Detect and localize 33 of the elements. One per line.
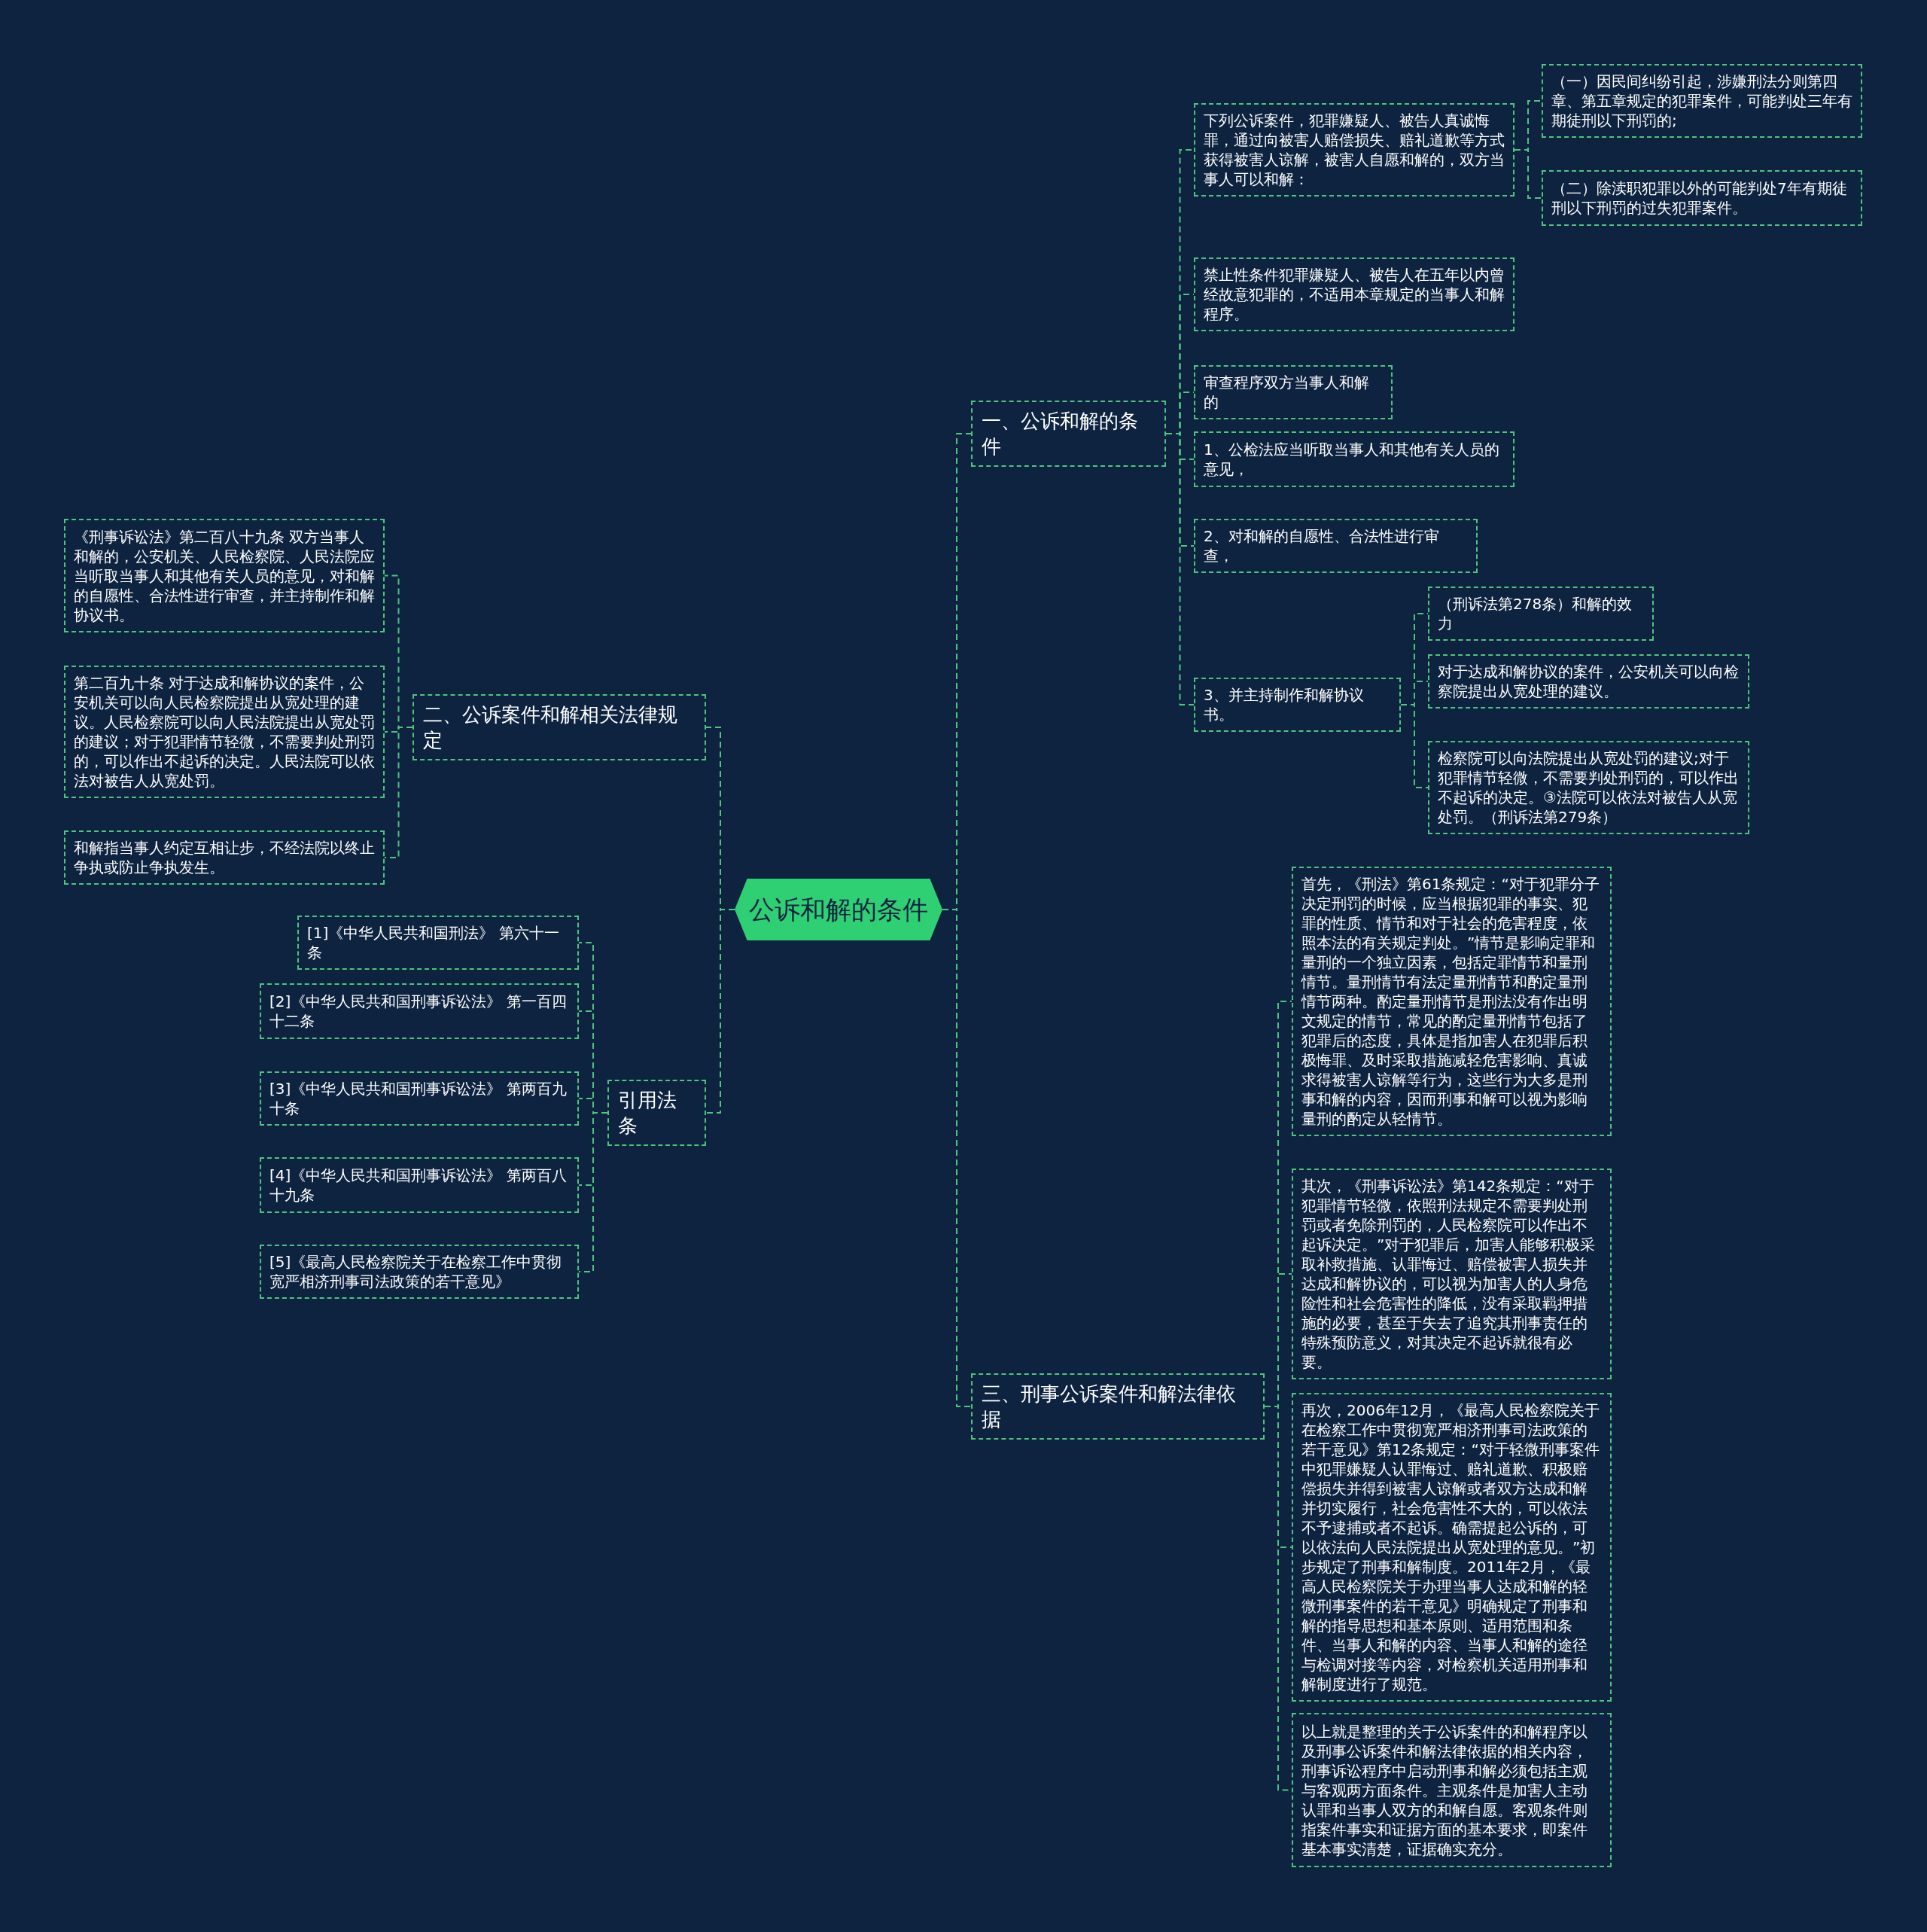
- text-box: [2]《中华人民共和国刑事诉讼法》 第一百四十二条: [260, 983, 579, 1039]
- text-box: 和解指当事人约定互相让步，不经法院以终止争执或防止争执发生。: [64, 830, 385, 885]
- connector-line: [1400, 704, 1429, 788]
- connector-line: [1514, 149, 1542, 199]
- text-box: [4]《中华人民共和国刑事诉讼法》 第两百八十九条: [260, 1157, 579, 1213]
- text-box: [3]《中华人民共和国刑事诉讼法》 第两百九十条: [260, 1071, 579, 1126]
- topic-box: 三、刑事公诉案件和解法律依据: [971, 1373, 1265, 1440]
- text-box: 对于达成和解协议的案件，公安机关可以向检察院提出从宽处理的建议。: [1428, 654, 1749, 709]
- text-box: 审查程序双方当事人和解的: [1194, 365, 1393, 419]
- topic-box: 引用法条: [607, 1080, 706, 1146]
- text-box: 下列公诉案件，犯罪嫌疑人、被告人真诚悔罪，通过向被害人赔偿损失、赔礼道歉等方式获得被害人谅解，被害人自愿和解的，双方当事人可以和解：: [1194, 103, 1515, 197]
- text-box: 第二百九十条 对于达成和解协议的案件，公安机关可以向人民检察院提出从宽处理的建议。人民检察院可以向人民法院提出从宽处罚的建议；对于犯罪情节轻微，不需要判处刑罚的，可以作出不起诉的决定。人民法院可以依法对被告人从宽处罚。: [64, 666, 385, 798]
- text-box: 禁止性条件犯罪嫌疑人、被告人在五年以内曾经故意犯罪的，不适用本章规定的当事人和解程序。: [1194, 257, 1515, 331]
- text-box: [1]《中华人民共和国刑法》 第六十一条: [297, 916, 579, 970]
- text-box: （一）因民间纠纷引起，涉嫌刑法分则第四章、第五章规定的犯罪案件，可能判处三年有期徒刑以下刑罚的;: [1542, 64, 1862, 138]
- topic-box: 二、公诉案件和解相关法律规定: [412, 694, 706, 760]
- text-box: 《刑事诉讼法》第二百八十九条 双方当事人和解的，公安机关、人民检察院、人民法院应当听取当事人和其他有关人员的意见，对和解的自愿性、合法性进行审查，并主持制作和解协议书。: [64, 519, 385, 632]
- text-box: [5]《最高人民检察院关于在检察工作中贯彻宽严相济刑事司法政策的若干意见》: [260, 1245, 579, 1299]
- text-box: （二）除渎职犯罪以外的可能判处7年有期徒刑以下刑罚的过失犯罪案件。: [1542, 170, 1862, 226]
- text-box: 再次，2006年12月，《最高人民检察院关于在检察工作中贯彻宽严相济刑事司法政策的若干意见》第12条规定：“对于轻微刑事案件中犯罪嫌疑人认罪悔过、赔礼道歉、积极赔偿损失并得到被害人谅解或者双方达成和解并切实履行，社会危害性不大的，可以依法不予逮捕或者不起诉。确需提起公诉的，可以依法向人民法院提出从宽处理的意见。”初步规定了刑事和解制度。2011年2月，《最高人民检察院关于办理当事人达成和解的轻微刑事案件的若干意见》明确规定了刑事和解的指导思想和基本原则、适用范围和条件、当事人和解的内容、当事人和解的途径与检调对接等内容，对检察机关适用刑事和解制度进行了规范。: [1292, 1393, 1612, 1702]
- text-box: 2、对和解的自愿性、合法性进行审查，: [1194, 519, 1478, 573]
- connector-line: [705, 909, 735, 1114]
- text-box: 首先，《刑法》第61条规定：“对于犯罪分子决定刑罚的时候，应当根据犯罪的事实、犯罪的性质、情节和对于社会的危害程度，依照本法的有关规定判处。”情节是影响定罪和量刑的一个独立因素，包括定罪情节和量刑情节。量刑情节有法定量刑情节和酌定量刑情节两种。酌定量刑情节是刑法没有作出明文规定的情节，常见的酌定量刑情节包括了犯罪后的态度，具体是指加害人在犯罪后积极悔罪、及时采取措施减轻危害影响、真诚求得被害人谅解等行为，这些行为大多是刑事和解的内容，因而刑事和解可以视为影响量刑的酌定从轻情节。: [1292, 867, 1612, 1136]
- topic-box: 一、公诉和解的条件: [971, 401, 1166, 467]
- text-box: 以上就是整理的关于公诉案件的和解程序以及刑事公诉案件和解法律依据的相关内容，刑事诉讼程序中启动刑事和解必须包括主观与客观两方面条件。主观条件是加害人主动认罪和当事人双方的和解自愿。客观条件则指案件事实和证据方面的基本要求，即案件基本事实清楚，证据确实充分。: [1292, 1713, 1612, 1867]
- connector-line: [1165, 433, 1195, 705]
- connector-line: [578, 1112, 608, 1272]
- text-box: 1、公检法应当听取当事人和其他有关人员的意见，: [1194, 431, 1515, 487]
- text-box: 3、并主持制作和解协议书。: [1194, 678, 1401, 732]
- connector-line: [384, 727, 413, 858]
- text-box: 其次，《刑事诉讼法》第142条规定：“对于犯罪情节轻微，依照刑法规定不需要判处刑罚或者免除刑罚的，人民检察院可以作出不起诉决定。”对于犯罪后，加害人能够积极采取补救措施、认罪悔过、赔偿被害人损失并达成和解协议的，可以视为加害人的人身危险性和社会危害性的降低，没有采取羁押措施的必要，甚至于失去了追究其刑事责任的特殊预防意义，对其决定不起诉就很有必要。: [1292, 1169, 1612, 1379]
- text-box: （刑诉法第278条）和解的效力: [1428, 587, 1654, 641]
- text-box: 检察院可以向法院提出从宽处罚的建议;对于犯罪情节轻微，不需要判处刑罚的，可以作出不起诉的决定。③法院可以依法对被告人从宽处罚。（刑诉法第279条）: [1428, 741, 1749, 834]
